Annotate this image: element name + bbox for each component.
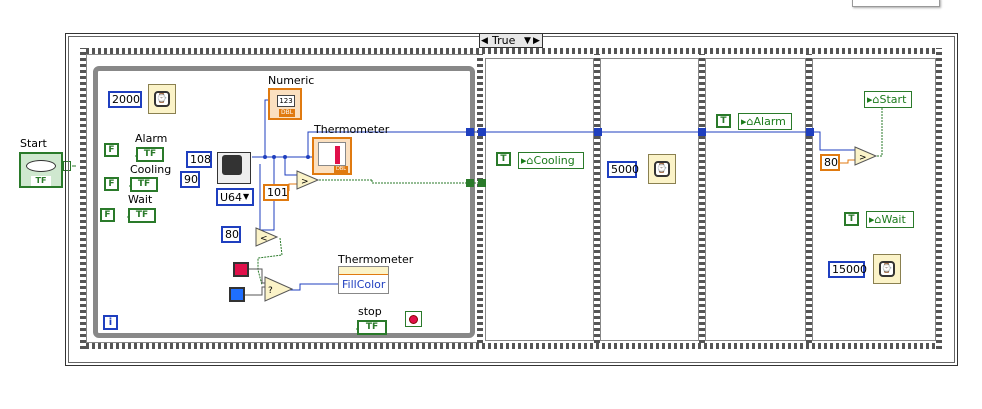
cooling-true-const[interactable]: T xyxy=(496,152,511,166)
sequence-film-top xyxy=(80,48,942,54)
alarm-var-name: Alarm xyxy=(753,115,786,128)
svg-text:?: ? xyxy=(268,286,273,296)
clock-icon-2: ⌚ xyxy=(654,161,670,177)
thermo-prop-header xyxy=(339,267,388,275)
wait-const-15000[interactable]: 15000 xyxy=(828,261,867,278)
cooling-false-const[interactable]: F xyxy=(104,177,119,191)
frame-sep-4 xyxy=(806,54,812,343)
thermometer-dbl: DBL xyxy=(334,166,348,173)
stop-control[interactable]: TF xyxy=(356,320,387,335)
select-function-icon: ? xyxy=(264,276,294,302)
wait-true-const[interactable]: T xyxy=(844,212,859,226)
sequence-film-right xyxy=(936,48,942,349)
numeric-label: Numeric xyxy=(268,74,315,87)
frame5 xyxy=(812,58,936,341)
sequence-film-bottom xyxy=(80,343,942,349)
stop-condition-icon[interactable] xyxy=(405,311,422,327)
start-label: Start xyxy=(20,137,47,150)
threshold-80-frame5[interactable]: 80 xyxy=(820,154,840,171)
clock-icon-3: ⌚ xyxy=(879,261,895,277)
svg-text:<: < xyxy=(260,234,268,244)
stop-label: stop xyxy=(358,305,382,318)
wait-const-2000[interactable]: 2000 xyxy=(108,91,142,108)
cooling-local-var[interactable]: TF xyxy=(129,177,158,192)
case-selector[interactable]: ◀ True ▼ ▶ xyxy=(479,33,543,48)
thermo-prop-name: FillColor xyxy=(342,278,386,291)
numeric-dbl: DBL xyxy=(279,109,295,117)
svg-text:>: > xyxy=(301,177,309,187)
local-var-arrow-icon-4: ▸⌂ xyxy=(869,213,882,226)
wait-ms-icon-2: ⌚ xyxy=(648,154,676,184)
alarm-label: Alarm xyxy=(135,132,168,145)
start-oval xyxy=(26,160,56,172)
wait-local-var-write[interactable]: ▸⌂Wait xyxy=(866,211,914,228)
random-number-icon xyxy=(217,152,251,184)
thermo-property-node[interactable]: FillColor xyxy=(338,266,389,294)
red-color-const[interactable] xyxy=(233,262,249,277)
start-tf: TF xyxy=(31,176,51,186)
frame-sep-2 xyxy=(594,54,600,343)
cooling-var-name: Cooling xyxy=(533,154,575,167)
greater-comparator-icon-2: > xyxy=(854,146,878,166)
start-local-var-write[interactable]: ▸⌂Start xyxy=(864,91,912,108)
cooling-label: Cooling xyxy=(130,163,172,176)
alarm-false-const[interactable]: F xyxy=(104,143,119,157)
start-var-name: Start xyxy=(879,93,907,106)
random-lo-const[interactable]: 90 xyxy=(180,171,200,188)
numeric-indicator[interactable]: 123 DBL xyxy=(268,88,302,120)
random-type-select[interactable]: U64 ▼ xyxy=(216,188,254,206)
blue-color-const[interactable] xyxy=(229,287,245,302)
wait-ms-icon-3: ⌚ xyxy=(873,254,901,284)
frame-sep-3 xyxy=(699,54,705,343)
wait-ms-icon: ⌚ xyxy=(148,84,176,114)
numeric-icon-box: 123 xyxy=(277,95,295,107)
case-dropdown-icon[interactable]: ▼ xyxy=(524,36,531,46)
case-next-icon[interactable]: ▶ xyxy=(533,36,540,46)
threshold-101-const[interactable]: 101 xyxy=(263,184,289,201)
frame2 xyxy=(485,58,594,341)
case-prev-icon[interactable]: ◀ xyxy=(481,36,488,46)
local-var-arrow-icon-2: ▸⌂ xyxy=(741,115,754,128)
local-var-arrow-icon-3: ▸⌂ xyxy=(867,93,880,106)
frame-sep-1 xyxy=(477,54,483,343)
random-hi-const[interactable]: 108 xyxy=(186,151,212,168)
local-var-arrow-icon: ▸⌂ xyxy=(521,154,534,167)
alarm-local-var[interactable]: TF xyxy=(135,147,164,162)
case-selector-value: True xyxy=(492,34,516,47)
svg-text:>: > xyxy=(859,153,867,163)
greater-comparator-icon: > xyxy=(296,170,320,190)
wait-label: Wait xyxy=(128,193,153,206)
wait-false-const[interactable]: F xyxy=(100,208,115,222)
thermometer-icon xyxy=(318,142,346,166)
threshold-80-const[interactable]: 80 xyxy=(221,226,241,243)
thermometer-label: Thermometer xyxy=(314,123,390,136)
wait-var-name: Wait xyxy=(881,213,906,226)
alarm-local-var-write[interactable]: ▸⌂Alarm xyxy=(738,113,792,130)
wait-const-5000[interactable]: 5000 xyxy=(607,161,639,178)
frame4 xyxy=(705,58,806,341)
start-terminal-arrow xyxy=(63,161,71,171)
clock-icon: ⌚ xyxy=(154,91,170,107)
wait-local-var[interactable]: TF xyxy=(127,208,156,223)
thermo-prop-label: Thermometer xyxy=(338,253,414,266)
frame3 xyxy=(600,58,699,341)
random-type-dropdown-icon: ▼ xyxy=(243,192,250,201)
partial-window xyxy=(852,0,940,7)
alarm-true-const[interactable]: T xyxy=(716,114,731,128)
random-type-value: U64 xyxy=(220,191,243,204)
thermometer-indicator[interactable]: DBL xyxy=(312,137,352,175)
iteration-terminal: i xyxy=(103,315,118,330)
thermometer-fill xyxy=(335,146,340,164)
dice-icon xyxy=(222,155,242,175)
sequence-film-left xyxy=(80,48,86,349)
inner-while-loop xyxy=(93,66,475,338)
start-boolean-control[interactable]: TF xyxy=(19,152,63,188)
less-comparator-icon: < xyxy=(255,227,279,247)
cooling-local-var-write[interactable]: ▸⌂Cooling xyxy=(518,152,584,169)
stop-dot-icon xyxy=(409,315,418,324)
